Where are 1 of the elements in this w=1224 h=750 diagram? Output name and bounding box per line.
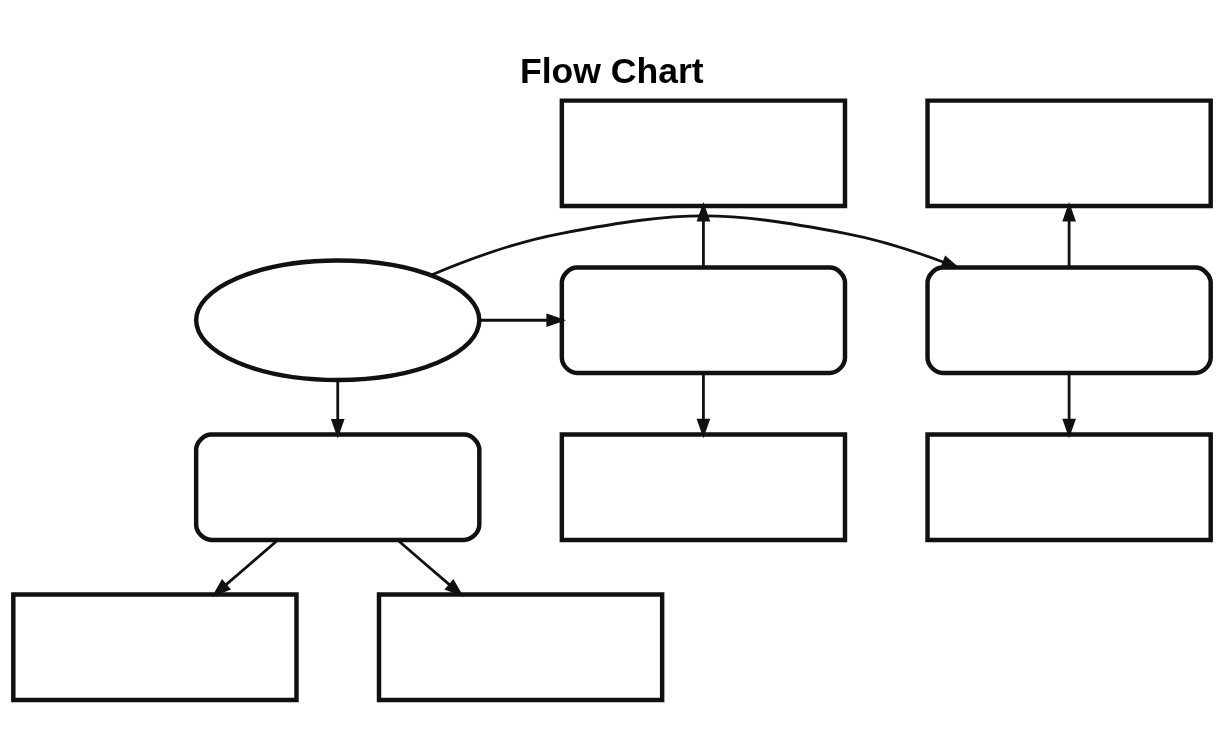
diagram-title: Flow Chart <box>519 50 704 91</box>
